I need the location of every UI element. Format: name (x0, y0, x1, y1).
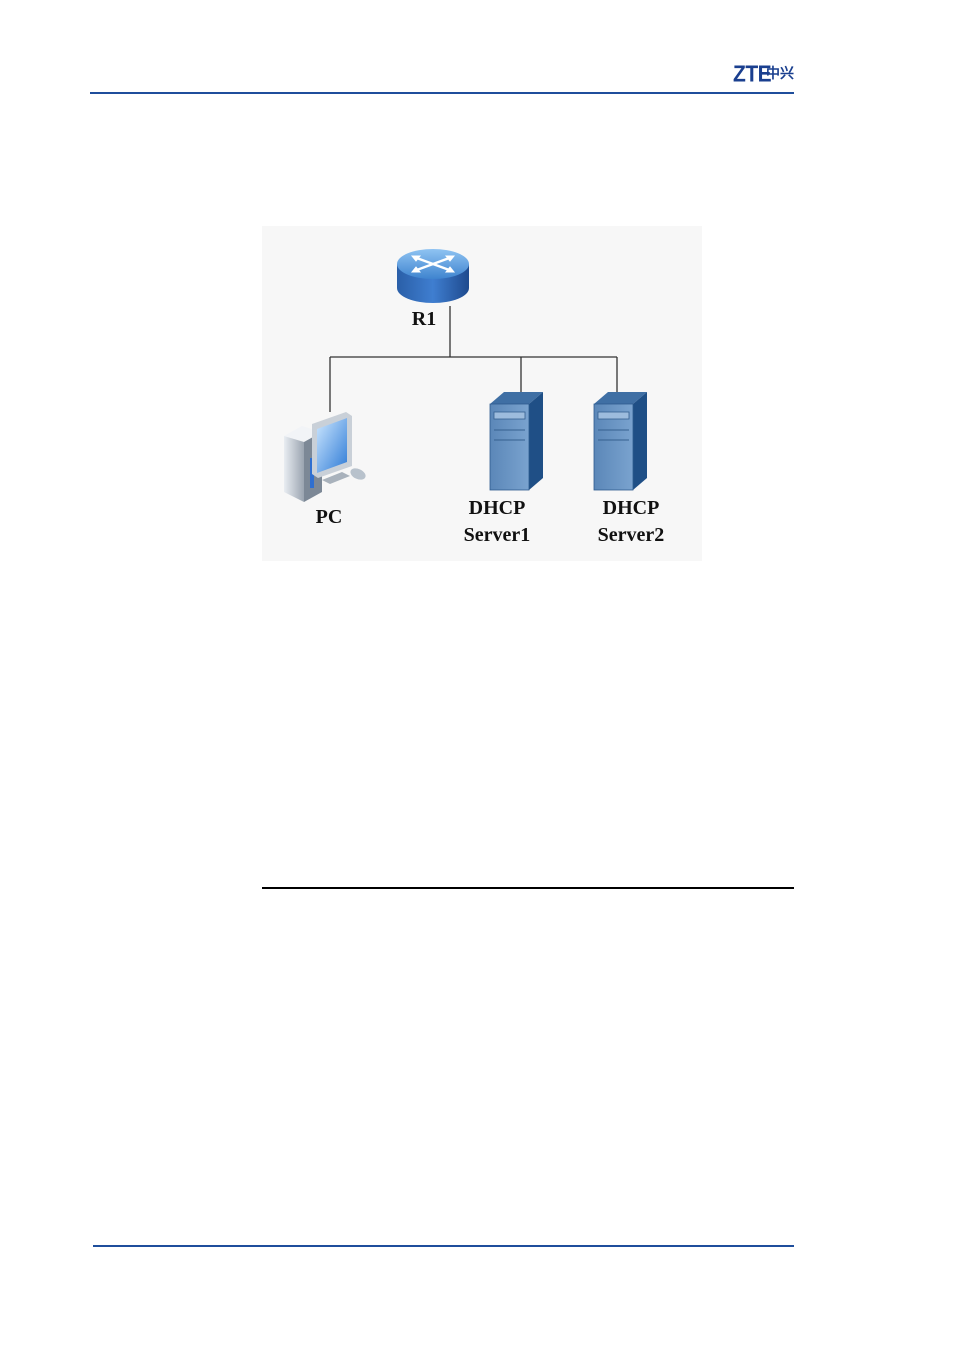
footer-rule (93, 1245, 794, 1247)
router-label: R1 (402, 306, 446, 333)
server2-label-line1: DHCP (586, 495, 676, 522)
pc-icon (284, 412, 367, 502)
connection-lines (330, 306, 617, 412)
footnote-separator (262, 887, 794, 889)
server1-label-line1: DHCP (452, 495, 542, 522)
pc-label: PC (306, 504, 352, 531)
server1-icon (490, 392, 543, 490)
router-icon (397, 249, 469, 303)
server1-label: DHCP Server1 (452, 495, 542, 549)
zte-logo: ZTE 中兴 (733, 60, 795, 88)
server2-label-line2: Server2 (586, 522, 676, 549)
header-rule (90, 92, 794, 94)
server2-icon (594, 392, 647, 490)
logo-chinese-text: 中兴 (766, 62, 794, 86)
server2-label: DHCP Server2 (586, 495, 676, 549)
server1-label-line2: Server1 (452, 522, 542, 549)
network-diagram: R1 PC DHCP Server1 DHCP Server2 (262, 226, 702, 561)
